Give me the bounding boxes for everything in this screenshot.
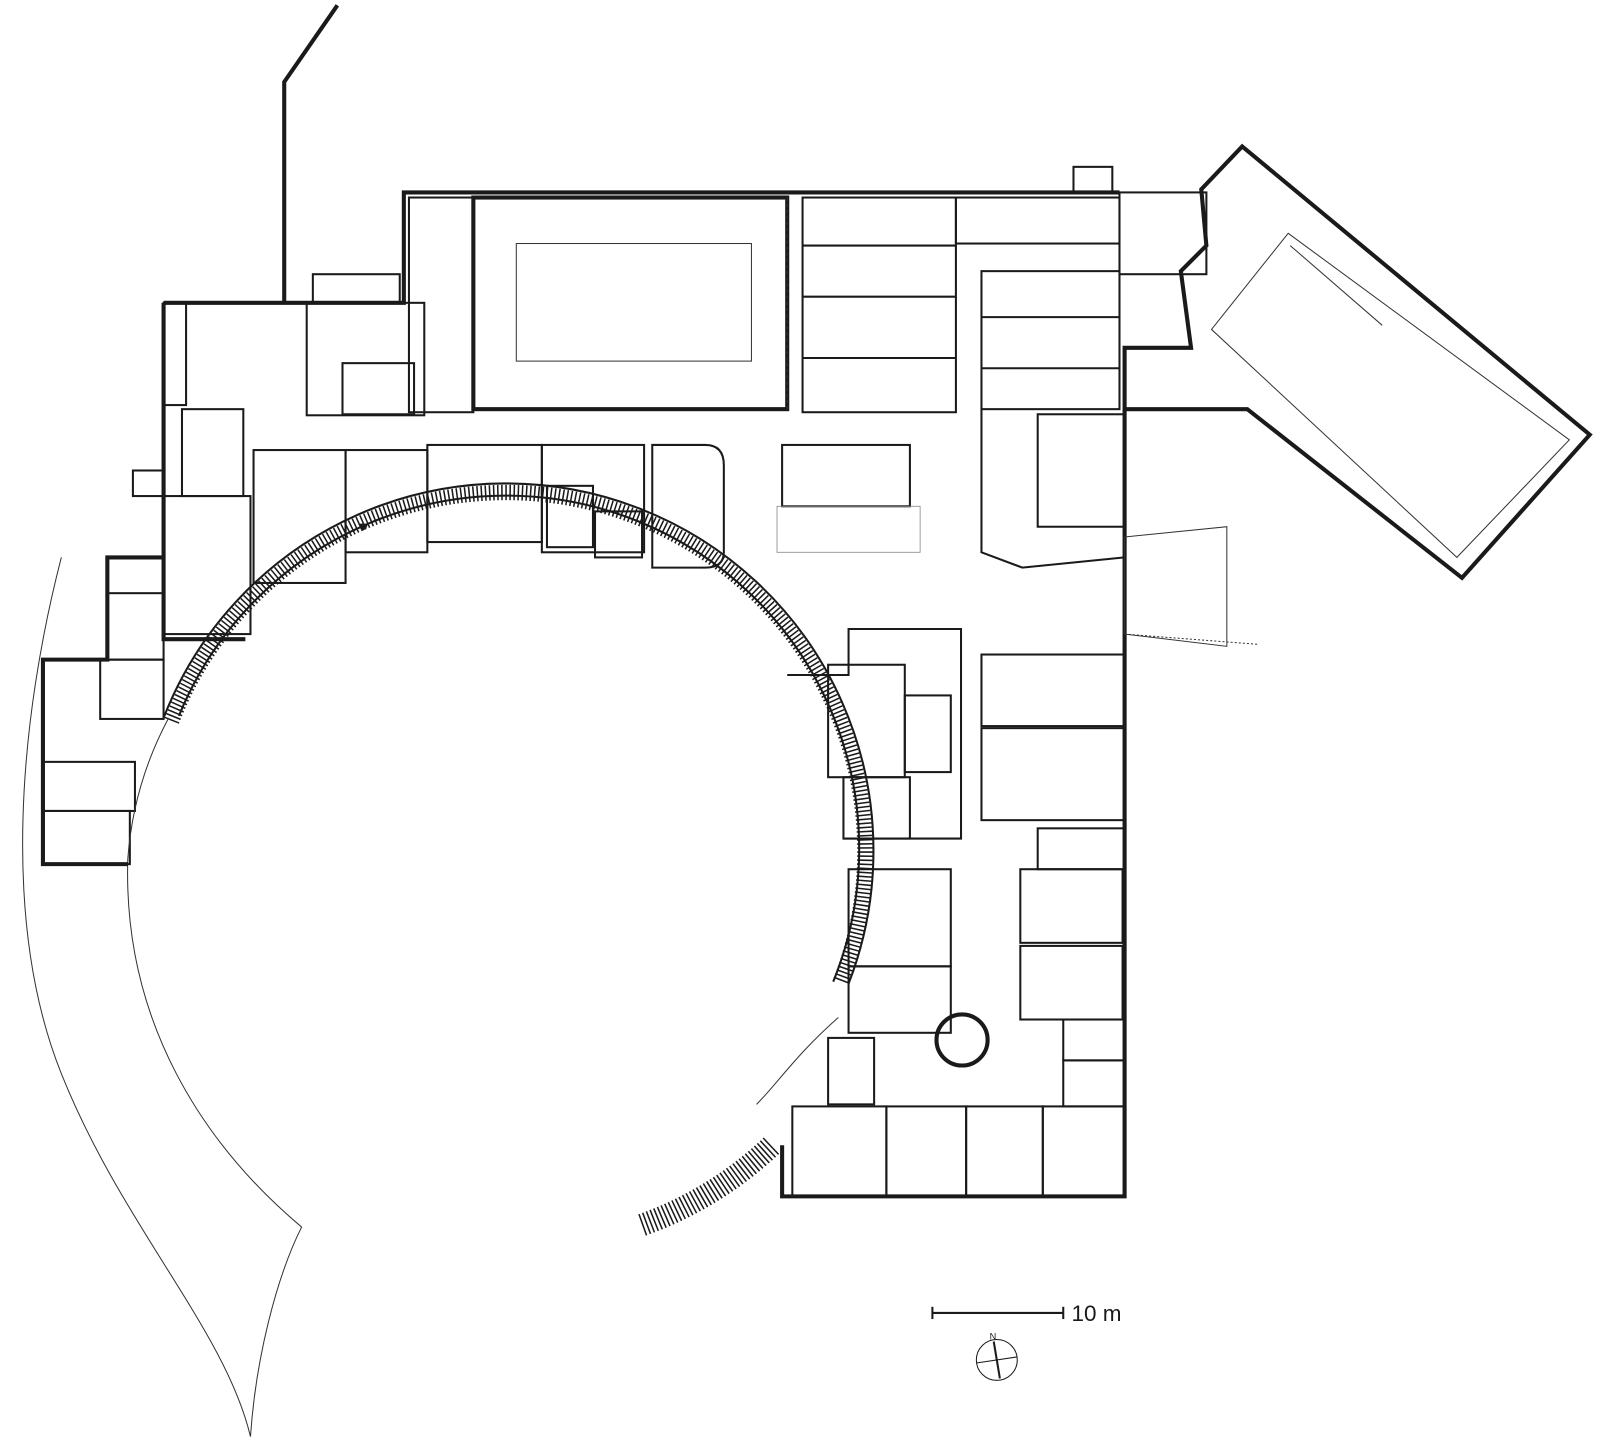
entrance-canopy bbox=[1124, 526, 1258, 647]
scale-label: 10 m bbox=[1071, 1301, 1121, 1326]
north-label: N bbox=[990, 1332, 997, 1342]
changing-rooms bbox=[801, 165, 1208, 414]
north-wall-line bbox=[282, 4, 340, 303]
central-rooms bbox=[787, 627, 990, 1106]
main-stair bbox=[776, 443, 921, 553]
west-wing bbox=[131, 190, 1120, 642]
site-boundary bbox=[22, 557, 839, 1437]
east-block bbox=[780, 409, 1127, 1199]
pool-hall bbox=[471, 195, 790, 412]
north-arrow: N bbox=[975, 1332, 1018, 1381]
sports-hall bbox=[1122, 143, 1593, 581]
scale-bar: 10 m bbox=[931, 1301, 1121, 1326]
west-lower-blocks bbox=[40, 555, 165, 867]
courtyard-steps bbox=[127, 482, 875, 1236]
classroom-row-south bbox=[791, 1105, 1126, 1198]
